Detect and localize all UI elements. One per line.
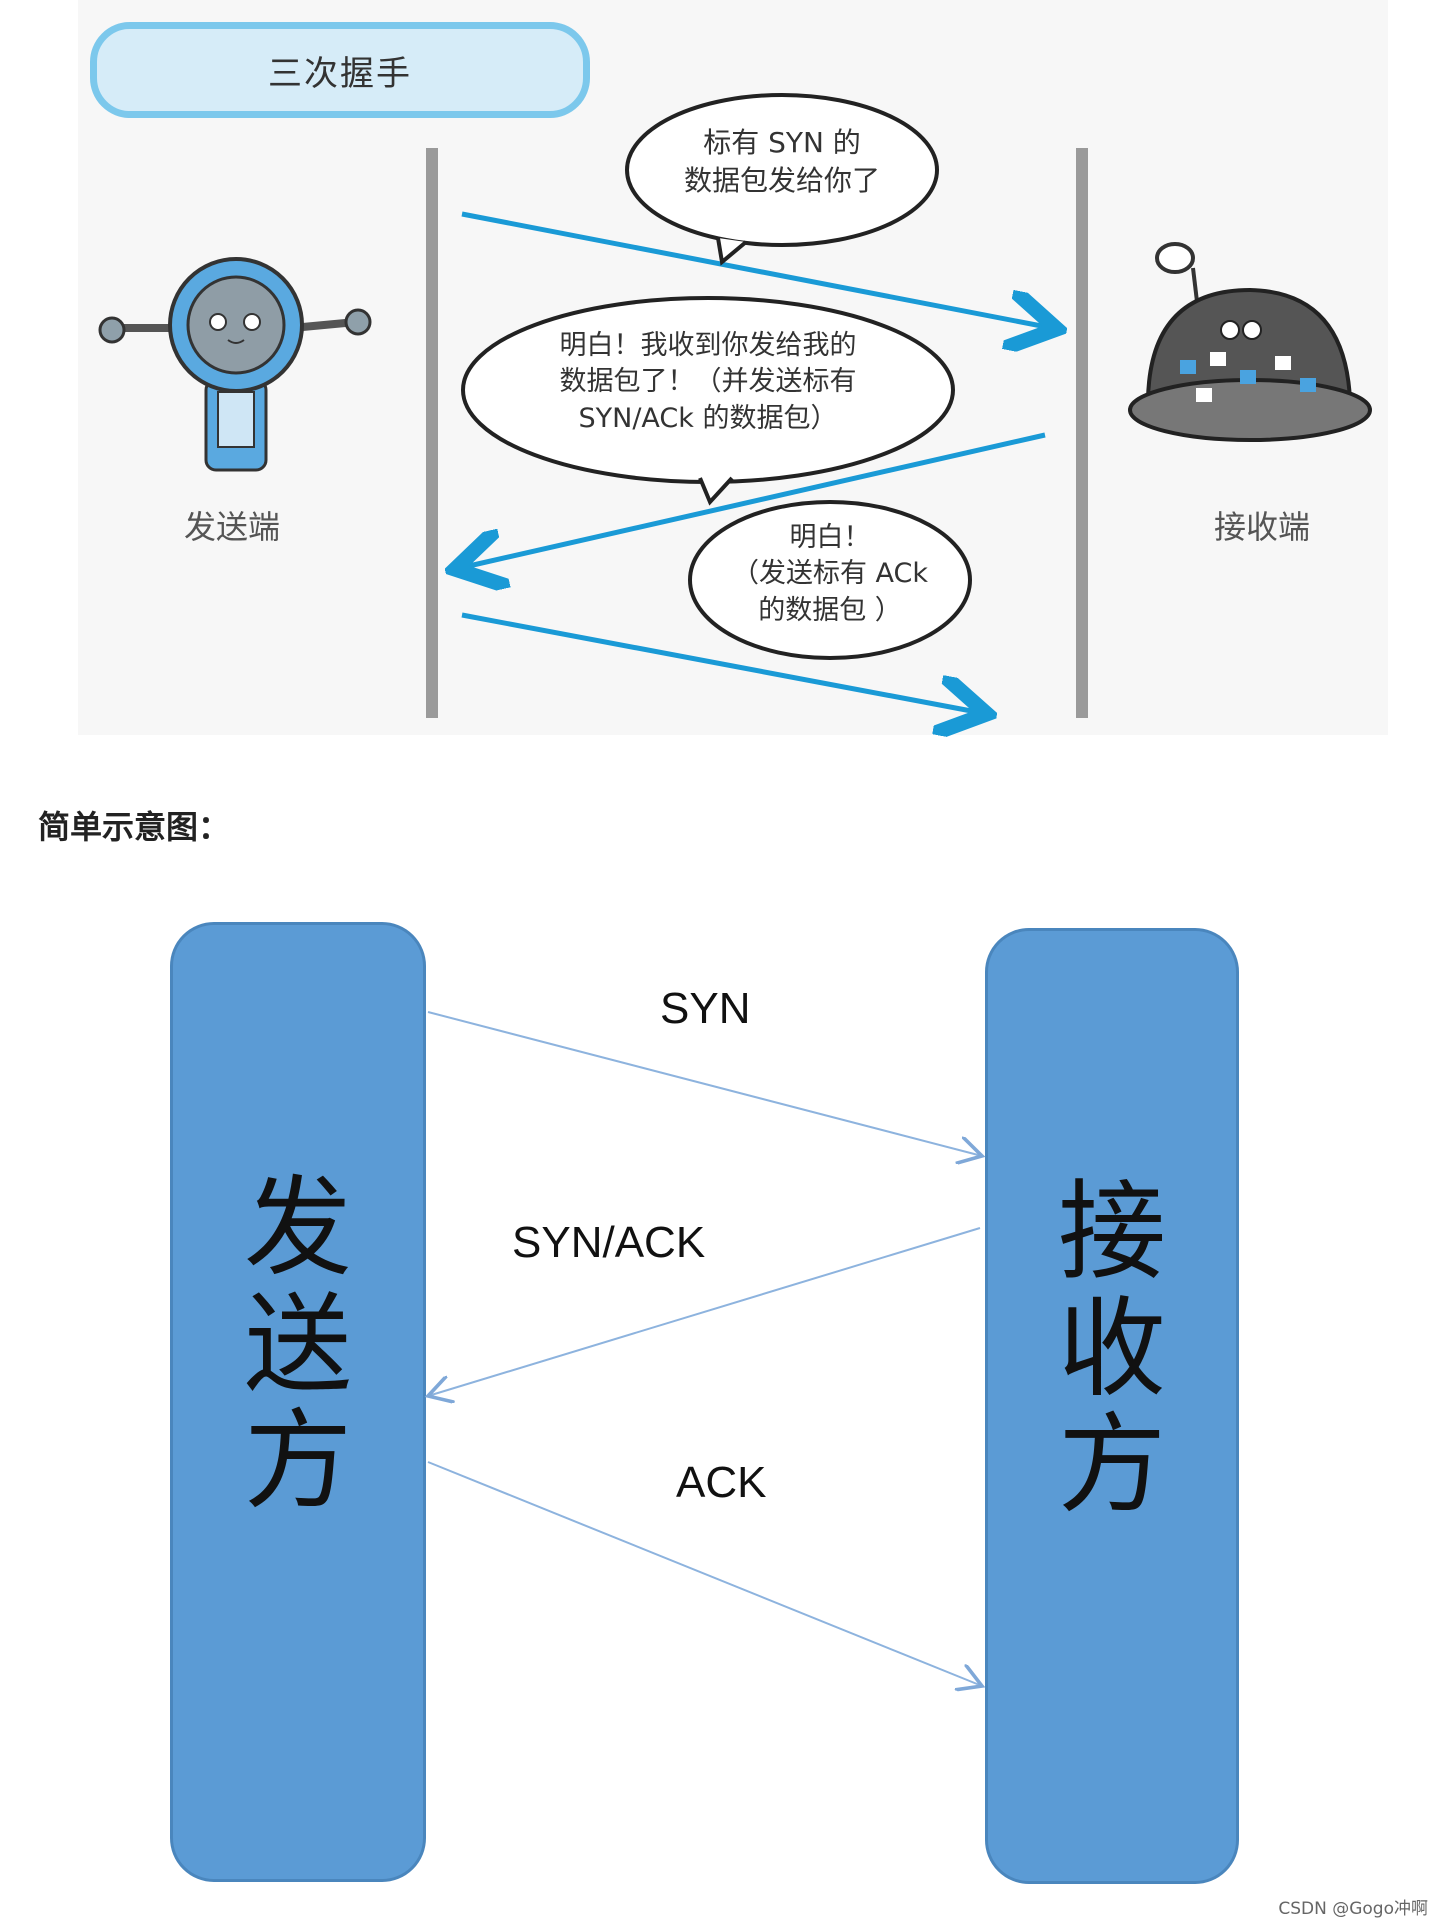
msg-syn-label: SYN xyxy=(660,984,750,1034)
msg-ack-label: ACK xyxy=(676,1458,766,1508)
msg-synack-label: SYN/ACK xyxy=(512,1218,705,1268)
watermark: CSDN @Gogo冲啊 xyxy=(1278,1894,1428,1919)
